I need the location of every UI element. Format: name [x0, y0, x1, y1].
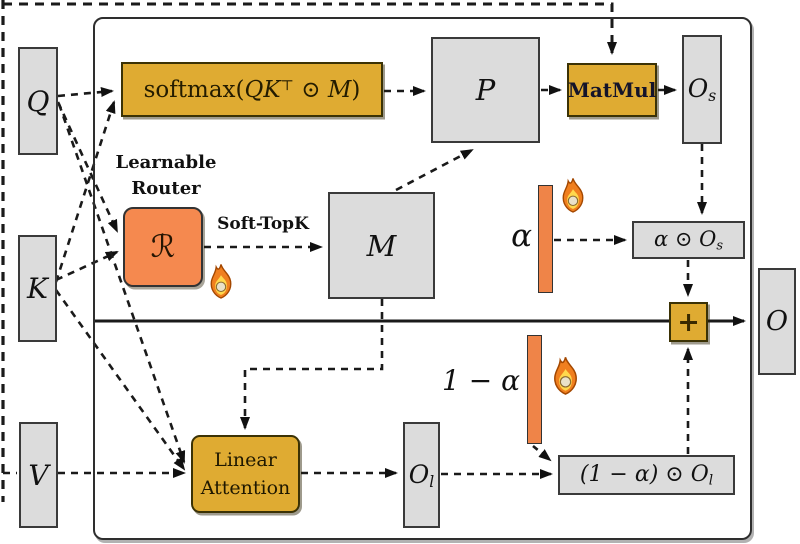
edge-m-to-linear-attention	[240, 299, 384, 430]
node-matmul: MatMul	[567, 63, 657, 117]
node-router: ℛ	[123, 207, 203, 287]
alpha-gate-bar	[538, 185, 553, 293]
edge-one-minus-alpha-bar-to-box	[532, 444, 552, 462]
learnable-text: Learnable	[115, 152, 217, 173]
node-softmax-op: softmax(QK⊤ ⊙ M)	[121, 62, 383, 117]
router-text: Router	[131, 178, 201, 200]
os-label: Os	[688, 74, 716, 105]
node-m: M	[328, 192, 435, 299]
alpha-os-alpha-text: α	[653, 226, 675, 251]
ol-main-text: O	[408, 459, 430, 489]
k-label: K	[27, 272, 48, 305]
ol-label: Ol	[409, 460, 434, 491]
edge-k-to-linear-attention	[54, 289, 186, 471]
omaol-odot-text: ⊙	[665, 461, 691, 487]
p-label: P	[475, 73, 496, 107]
soft-topk-label: Soft-TopK	[217, 214, 309, 234]
attention-block-frame	[93, 17, 752, 540]
learnable-router-caption: Learnable Router	[95, 150, 237, 202]
matmul-label: MatMul	[567, 78, 657, 102]
node-k: K	[18, 235, 57, 342]
node-ol: Ol	[403, 422, 440, 528]
alpha-label: α	[511, 218, 532, 254]
edge-q-to-linear-attention	[57, 103, 186, 464]
router-label: ℛ	[150, 229, 176, 265]
edge-q-to-softmax	[57, 87, 114, 98]
linear-text: Linear	[214, 448, 277, 471]
ol-sub-text: l	[429, 472, 435, 491]
edge-k-to-softmax	[54, 100, 116, 283]
os-sub-text: s	[708, 86, 717, 105]
alpha-os-sub-text: s	[716, 238, 724, 254]
linear-attention-label: Linear Attention	[201, 446, 291, 503]
node-alpha-os: α ⊙ Os	[632, 221, 745, 259]
node-os: Os	[682, 35, 722, 144]
alpha-os-label: α ⊙ Os	[654, 227, 723, 253]
plus-label: +	[677, 306, 700, 338]
node-linear-attention: Linear Attention	[191, 435, 300, 513]
edge-q-to-router	[56, 101, 119, 233]
node-o: O	[758, 268, 796, 375]
node-p: P	[431, 37, 540, 143]
one-minus-alpha-ol-label: (1 − α) ⊙ Ol	[580, 462, 713, 488]
softmax-m-text: M	[327, 76, 352, 103]
flame-icon	[548, 356, 583, 396]
node-q: Q	[18, 47, 58, 155]
softmax-fn-text: softmax(	[143, 76, 245, 103]
edge-mask-feed-to-matmul	[3, 2, 617, 55]
node-plus: +	[669, 302, 708, 342]
softmax-odot-text: ⊙	[293, 76, 328, 103]
flame-icon	[557, 177, 589, 214]
edge-m-to-p	[395, 148, 474, 192]
alpha-os-odot-text: ⊙	[674, 226, 700, 251]
omaol-sub-text: l	[708, 472, 714, 489]
o-label: O	[765, 306, 789, 337]
alpha-os-o-text: O	[699, 226, 717, 251]
attention-text: Attention	[200, 477, 291, 499]
softmax-formula: softmax(QK⊤ ⊙ M)	[144, 77, 361, 103]
node-one-minus-alpha-ol: (1 − α) ⊙ Ol	[558, 455, 735, 495]
v-label: V	[28, 458, 49, 492]
softmax-qk-text: QK	[244, 76, 281, 103]
omaol-o-text: O	[690, 461, 709, 487]
q-label: Q	[26, 84, 50, 118]
node-v: V	[19, 422, 58, 528]
m-label: M	[366, 228, 397, 263]
softmax-close-text: )	[351, 76, 361, 103]
one-minus-alpha-gate-bar	[527, 335, 542, 444]
softmax-transpose-text: ⊤	[280, 77, 294, 94]
omaol-paren-text: (1 − α)	[579, 461, 666, 487]
one-minus-alpha-label: 1 − α	[442, 364, 520, 397]
edge-k-to-router	[55, 250, 119, 282]
os-main-text: O	[687, 74, 709, 104]
flame-icon	[205, 263, 237, 300]
